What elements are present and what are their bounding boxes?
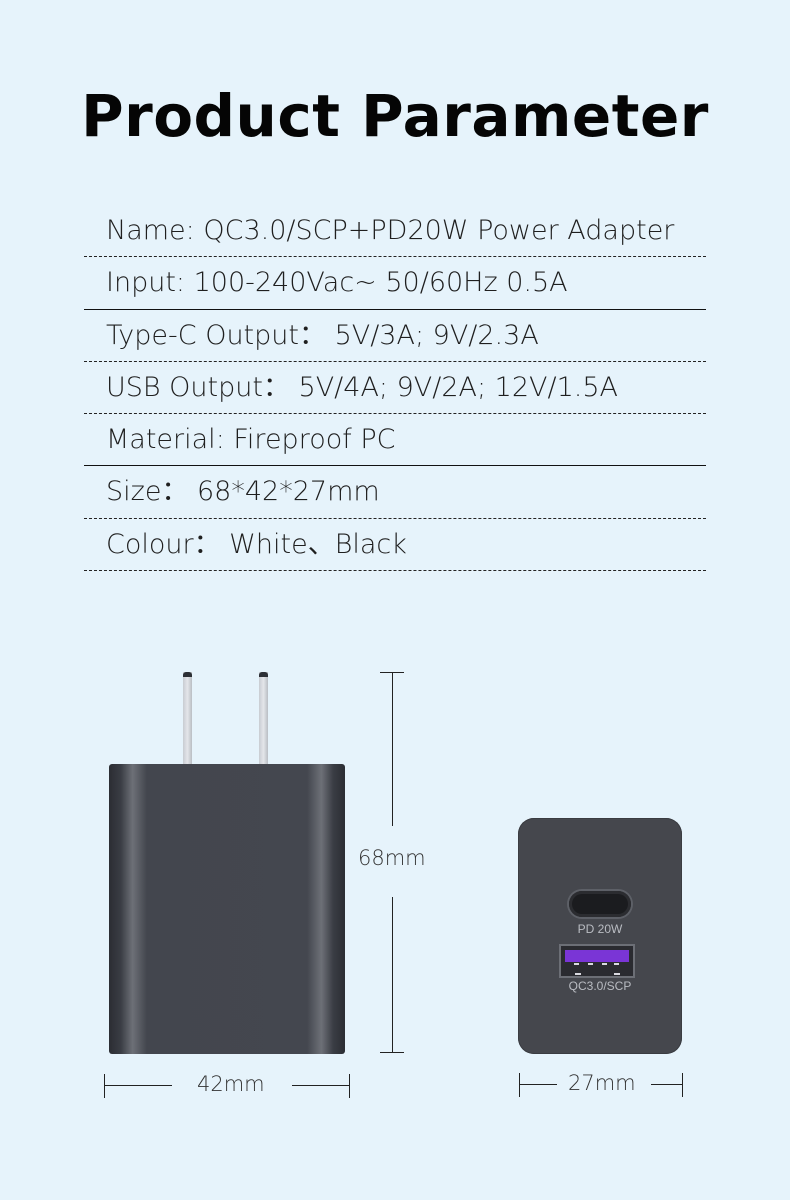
- charger-body-side: [109, 764, 345, 1054]
- height-dimension-label: 68mm: [358, 846, 426, 870]
- plug-prong-left: [183, 672, 192, 764]
- depth-dimension-line: [519, 1073, 683, 1097]
- spec-input: Input: 100-240Vac~ 50/60Hz 0.5A: [84, 257, 706, 310]
- usb-c-port-icon: [569, 891, 631, 917]
- usb-a-port-icon: [559, 944, 635, 978]
- width-dimension-line: [104, 1074, 350, 1098]
- spec-size: Size： 68*42*27mm: [84, 466, 706, 519]
- spec-colour: Colour： White、Black: [84, 519, 706, 572]
- usb-a-port-label: QC3.0/SCP: [568, 979, 632, 993]
- spec-typec-output: Type-C Output： 5V/3A; 9V/2.3A: [84, 310, 706, 362]
- height-dimension-line: [380, 672, 404, 1053]
- spec-usb-output: USB Output： 5V/4A; 9V/2A; 12V/1.5A: [84, 362, 706, 415]
- usb-c-port-label: PD 20W: [577, 922, 623, 936]
- plug-prong-right: [259, 672, 268, 764]
- spec-name: Name: QC3.0/SCP+PD20W Power Adapter: [84, 205, 706, 258]
- charger-side-view: [109, 672, 345, 1054]
- width-dimension-label: 42mm: [197, 1072, 265, 1096]
- page-title: Product Parameter: [81, 82, 709, 150]
- spec-list: Name: QC3.0/SCP+PD20W Power Adapter Inpu…: [84, 205, 706, 572]
- depth-dimension-label: 27mm: [568, 1071, 636, 1095]
- spec-material: Material: Fireproof PC: [84, 414, 706, 467]
- charger-front-view: PD 20W QC3.0/SCP: [518, 818, 682, 1054]
